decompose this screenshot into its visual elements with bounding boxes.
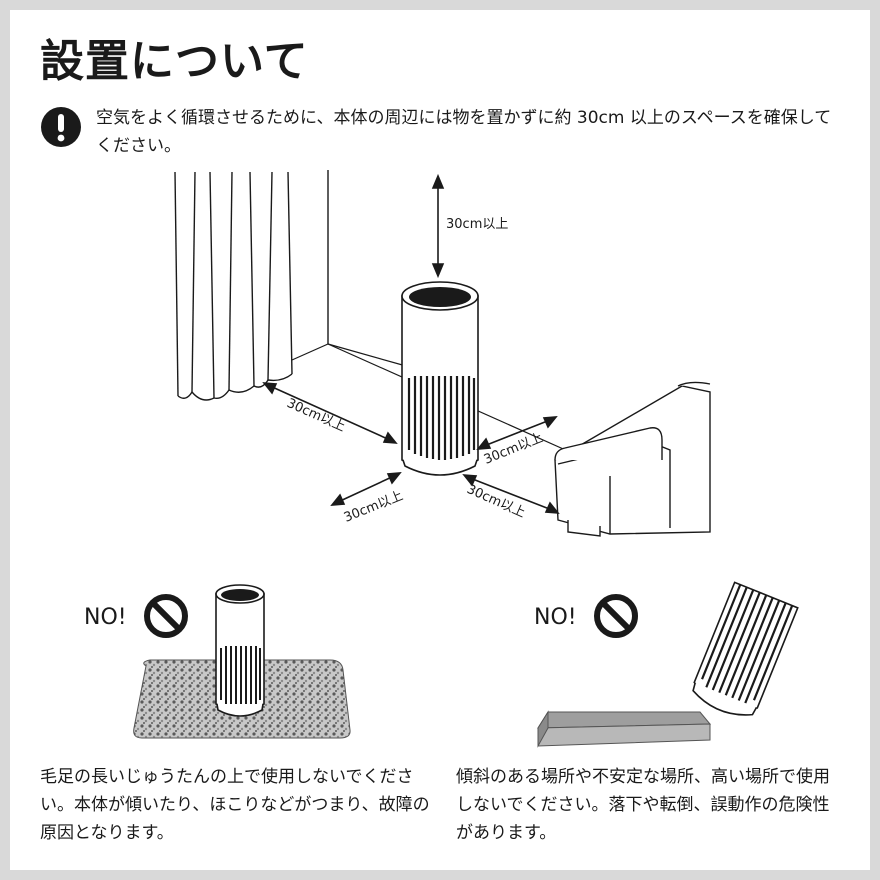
prohibited-icon (594, 594, 638, 638)
label-right: 30cm以上 (482, 430, 545, 467)
label-left: 30cm以上 (284, 396, 347, 435)
carpet-warning-illustration: NO! (84, 584, 351, 739)
unstable-warning-caption: 傾斜のある場所や不安定な場所、高い場所で使用しないでください。落下や転倒、誤動作… (456, 767, 830, 843)
no-badge-1: NO! (84, 605, 127, 630)
curtain-illustration (174, 170, 329, 401)
installation-diagram: 30cm以上 30cm以上 30cm以上 30cm以上 30cm以上 (174, 170, 711, 537)
air-purifier-illustration (215, 584, 265, 717)
page-title: 設置について (40, 36, 309, 87)
label-front: 30cm以上 (342, 488, 405, 525)
prohibited-icon (144, 594, 188, 638)
sofa-illustration (554, 381, 711, 537)
clearance-arrows (262, 173, 560, 514)
notice-text: 空気をよく循環させるために、本体の周辺には物を置かずに約 30cm 以上のスペー… (96, 108, 832, 156)
narrow-board (537, 710, 712, 748)
instruction-card: 設置について 空気をよく循環させるために、本体の周辺には物を置かずに約 30cm… (10, 10, 870, 870)
exclamation-warning-icon (41, 107, 81, 147)
no-badge-2: NO! (534, 605, 577, 630)
unstable-surface-warning-illustration: NO! (534, 581, 799, 748)
label-top: 30cm以上 (446, 217, 508, 232)
tilted-air-purifier (692, 581, 799, 716)
carpet-warning-caption: 毛足の長いじゅうたんの上で使用しないでください。本体が傾いたり、ほこりなどがつま… (40, 767, 430, 843)
room-lines (291, 343, 571, 453)
air-purifier-illustration (401, 281, 479, 476)
